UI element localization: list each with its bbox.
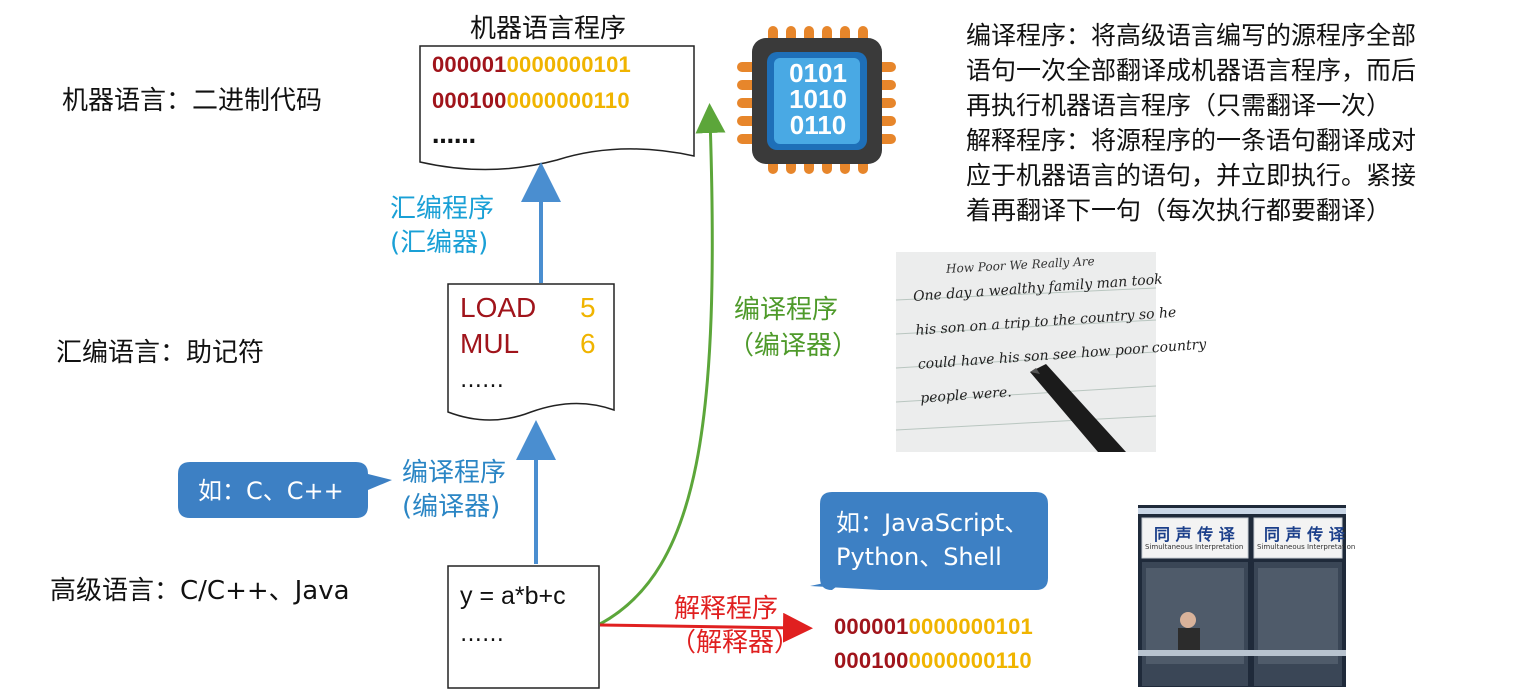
address: 0000000101 [909, 614, 1033, 639]
assembler-label-line2: (汇编器) [390, 226, 494, 260]
machine-code-line-2: 0001000000000110 [432, 88, 630, 114]
interpreter-output-line-1: 0000010000000101 [834, 614, 1033, 640]
assembler-label-line1: 汇编程序 [390, 192, 494, 226]
high-doc-ellipsis: …… [460, 622, 504, 647]
machine-language-label: 机器语言：二进制代码 [62, 80, 322, 117]
definition-line: 着再翻译下一句（每次执行都要翻译） [966, 193, 1416, 228]
interpreter-label-line2: （解释器） [670, 626, 800, 660]
definition-line: 再执行机器语言程序（只需翻译一次） [966, 88, 1416, 123]
definition-line: 解释程序：将源程序的一条语句翻译成对 [966, 123, 1416, 158]
interpreter-label: 解释程序 （解释器） [674, 592, 800, 660]
definition-line: 应于机器语言的语句，并立即执行。紧接 [966, 158, 1416, 193]
definition-line: 语句一次全部翻译成机器语言程序，而后 [966, 53, 1416, 88]
asm-doc-ellipsis: …… [460, 368, 504, 393]
compiler-direct-label: 编译程序 （编译器） [734, 292, 858, 364]
handwriting-text: One day a wealthy family man took his so… [912, 260, 1210, 416]
opcode: 000100 [432, 88, 507, 113]
booth-sign-2: 同 声 传 译 [1264, 521, 1345, 545]
asm-op: LOAD [460, 292, 580, 324]
chip-line: 0101 [776, 60, 860, 86]
compiler-label-line2: (编译器) [402, 490, 506, 524]
opcode: 000100 [834, 648, 909, 673]
interpret-callout-line1: 如：JavaScript、 [836, 506, 1028, 540]
address: 0000000101 [507, 52, 631, 77]
high-level-code-line: y = a*b+c [460, 582, 566, 611]
compiler-direct-arrow [600, 118, 712, 624]
interpret-callout-line2: Python、Shell [836, 540, 1028, 574]
interpreter-output-line-2: 0001000000000110 [834, 648, 1032, 674]
compiler-label-line1: 编译程序 [402, 456, 506, 490]
interpreter-label-line1: 解释程序 [674, 592, 800, 626]
compiler-direct-label-line1: 编译程序 [734, 292, 858, 328]
machine-doc-ellipsis: …… [432, 124, 476, 149]
chip-binary-text: 0101 1010 0110 [776, 60, 860, 138]
chip-line: 1010 [776, 86, 860, 112]
machine-code-line-1: 0000010000000101 [432, 52, 631, 78]
compiler-direct-label-line2: （编译器） [728, 328, 858, 364]
high-level-language-label: 高级语言：C/C++、Java [50, 570, 350, 607]
interpret-example-callout: 如：JavaScript、 Python、Shell [836, 506, 1028, 574]
assembler-label: 汇编程序 (汇编器) [390, 192, 494, 260]
machine-doc-title: 机器语言程序 [470, 8, 626, 45]
asm-arg: 5 [580, 292, 596, 323]
compiler-label: 编译程序 (编译器) [402, 456, 506, 524]
address: 0000000110 [507, 88, 630, 113]
asm-arg: 6 [580, 328, 596, 359]
compile-example-callout: 如：C、C++ [198, 474, 344, 508]
address: 0000000110 [909, 648, 1032, 673]
booth-sign-1: 同 声 传 译 [1154, 521, 1235, 545]
assembly-language-label: 汇编语言：助记符 [56, 332, 264, 369]
booth-sub-2: Simultaneous Interpretation [1257, 543, 1355, 551]
booth-sub-1: Simultaneous Interpretation [1145, 543, 1243, 551]
definition-line: 编译程序：将高级语言编写的源程序全部 [966, 18, 1416, 53]
opcode: 000001 [834, 614, 909, 639]
chip-line: 0110 [776, 112, 860, 138]
opcode: 000001 [432, 52, 507, 77]
definitions-block: 编译程序：将高级语言编写的源程序全部 语句一次全部翻译成机器语言程序，而后 再执… [966, 18, 1416, 228]
asm-op: MUL [460, 328, 580, 360]
